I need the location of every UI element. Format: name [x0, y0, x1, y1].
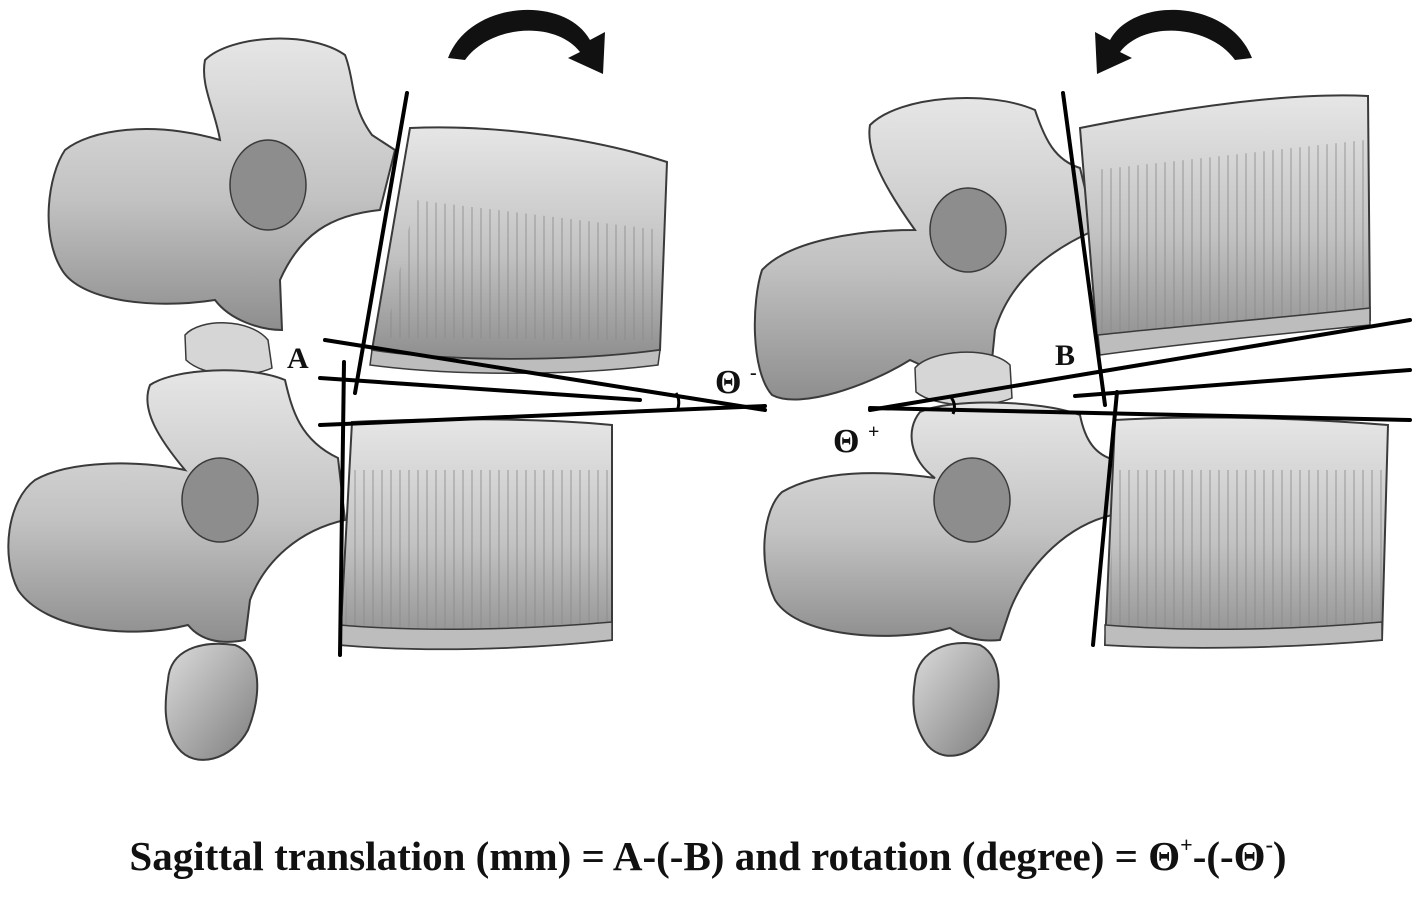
upper-vertebral-body-left	[369, 126, 669, 374]
upper-vertebra-posterior-elements-left	[47, 37, 397, 376]
caption-part1: Sagittal translation (mm) = A-(-B) and r…	[129, 833, 1181, 879]
upper-endplate-line-right	[868, 318, 1412, 412]
theta-plus-sup: +	[868, 421, 879, 443]
upper-vertebral-body-right	[1078, 94, 1372, 356]
label-b: B	[1055, 339, 1075, 372]
right-measurement-lines	[868, 91, 1412, 647]
theta-plus-arc	[948, 395, 956, 415]
upper-posterior-body-line-left	[353, 91, 409, 395]
caption-sup2: -	[1265, 832, 1273, 857]
lower-vertebral-body-right	[1103, 416, 1390, 649]
posterior-reference-line-left	[318, 376, 642, 402]
theta-minus-arc	[674, 392, 681, 412]
lower-posterior-body-line-right	[1091, 390, 1119, 647]
caption-part3: )	[1272, 833, 1287, 879]
caption-sup1: +	[1180, 832, 1193, 857]
upper-posterior-body-line-right	[1061, 91, 1107, 407]
upper-vertebra-posterior-elements-right	[753, 97, 1097, 406]
posterior-reference-line-right	[1073, 368, 1412, 398]
lower-vertebra-posterior-elements-right	[763, 401, 1117, 757]
lower-vertebra-posterior-elements-left	[7, 369, 347, 761]
upper-endplate-line-left	[323, 338, 767, 412]
lower-endplate-line-right	[868, 406, 1412, 422]
lower-endplate-line-left	[318, 404, 767, 427]
label-theta-minus: Θ -	[715, 362, 757, 401]
curved-arrow-extension-icon	[1095, 9, 1252, 74]
label-theta-plus: Θ +	[833, 421, 879, 460]
theta-minus-sup: -	[750, 362, 757, 384]
left-measurement-lines	[318, 91, 767, 657]
caption-part2: -(-Θ	[1192, 833, 1266, 879]
figure-caption: Sagittal translation (mm) = A-(-B) and r…	[0, 833, 1416, 879]
lower-vertebral-body-left	[338, 418, 613, 651]
right-motion-segment	[753, 9, 1412, 757]
lower-posterior-body-line-left	[338, 360, 346, 657]
theta-minus-base: Θ	[715, 364, 741, 401]
label-a: A	[287, 342, 309, 375]
curved-arrow-flexion-icon	[448, 9, 605, 74]
left-motion-segment	[7, 9, 767, 761]
theta-plus-base: Θ	[833, 423, 859, 460]
